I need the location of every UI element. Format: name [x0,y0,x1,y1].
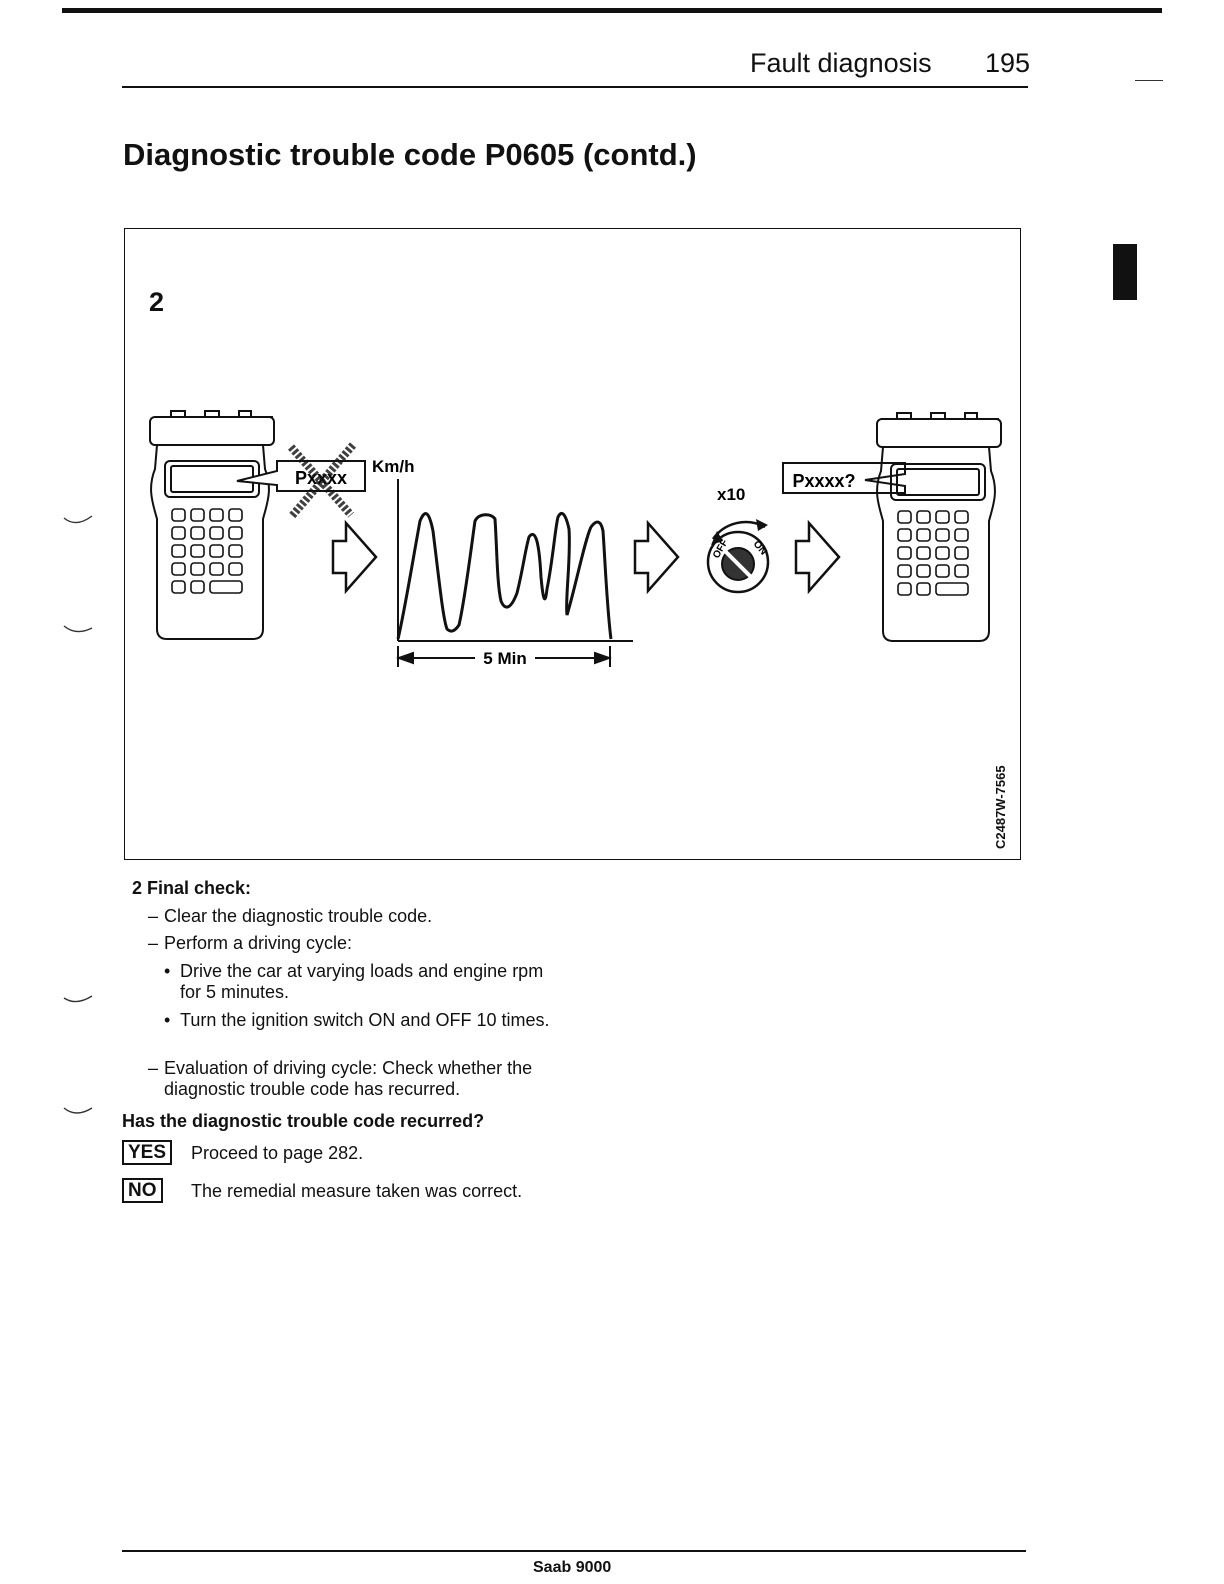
arrow-right-icon [633,519,680,595]
header-page-number: 195 [985,48,1031,78]
scan-tool-left-icon [149,410,275,640]
binder-mark-icon [63,995,93,1003]
margin-dash [1135,80,1163,81]
top-border-rule [62,8,1162,13]
duration-arrow [396,646,612,667]
ignition-switch-icon: OFF ON [706,519,770,594]
scan-tool-right-icon [876,412,1002,642]
scan-tool-right-keypad [897,510,969,596]
binder-mark-icon [63,625,93,633]
figure-step-number: 2 [149,287,165,317]
right-code-callout [782,462,906,494]
binder-mark-icon [63,1107,93,1114]
speed-axis-label: Km/h [372,457,415,476]
step-heading: 2 Final check: [132,878,252,898]
duration-label: 5 Min [483,649,526,668]
sub-list-item-text: Drive the car at varying loads and engin… [180,961,544,1002]
repeat-count: x10 [717,485,745,504]
speed-curve [396,511,613,640]
page-title: Diagnostic trouble code P0605 (contd.) [123,137,697,172]
sub-list-item-text: Turn the ignition switch ON and OFF 10 t… [180,1010,550,1030]
diagnostic-question: Has the diagnostic trouble code recurred… [122,1111,485,1131]
yes-answer-box: YES [122,1140,173,1165]
footer-rule [122,1550,1026,1552]
arrow-right-icon [331,519,378,595]
cleared-cross-icon [287,442,357,520]
no-answer-box: NO [122,1178,163,1203]
header-section-title: Fault diagnosis [750,48,932,78]
no-answer-text: The remedial measure taken was correct. [191,1181,523,1201]
arrow-right-icon [794,519,841,595]
yes-answer-text: Proceed to page 282. [191,1143,364,1163]
right-code-text: Pxxxx? [792,471,855,491]
figure-reference-code: C2487W-7565 [993,765,1008,849]
list-item-text: Evaluation of driving cycle: Check wheth… [164,1058,533,1099]
illustration-figure: 2 Pxxxx Km/h [124,228,1021,860]
scan-tool-left-keypad [171,508,243,594]
binder-mark-icon [63,515,93,524]
header-rule [122,86,1028,88]
list-item-text: Perform a driving cycle: [164,933,353,953]
section-tab-marker [1113,244,1137,300]
list-item-text: Clear the diagnostic trouble code. [164,906,433,926]
diagnostic-illustration: Pxxxx Km/h 5 Min x10 [149,410,1002,668]
footer-model-name: Saab 9000 [533,1559,612,1576]
